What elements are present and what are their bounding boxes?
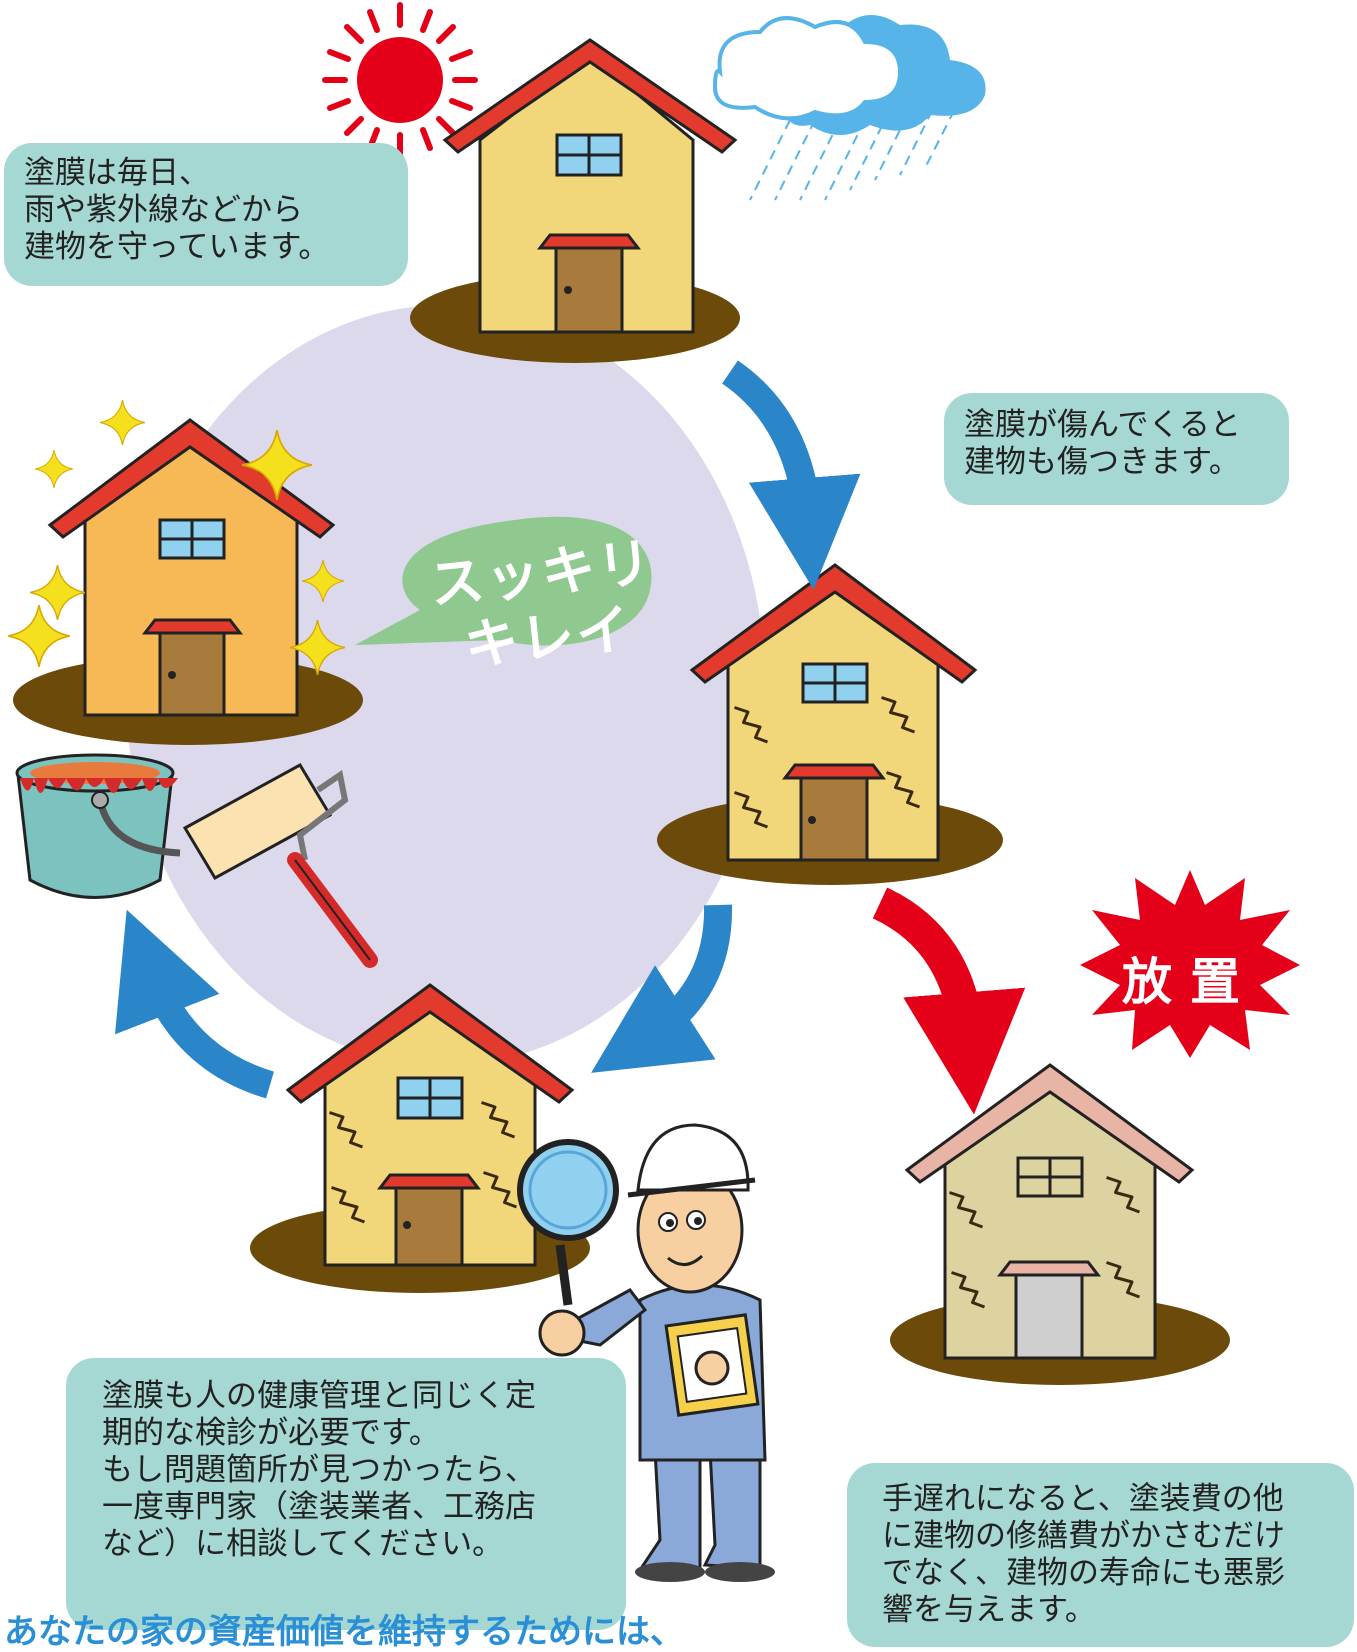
cycle-arrows <box>115 360 861 1099</box>
house-left-clean <box>13 418 363 745</box>
house-top <box>410 38 740 363</box>
note-protect: 塗膜は毎日、 雨や紫外線などから 建物を守っています。 <box>4 143 408 286</box>
sun-icon <box>322 2 478 158</box>
window-icon <box>555 133 623 177</box>
paint-bucket-icon <box>15 753 181 899</box>
rain-cloud-icon <box>712 15 986 201</box>
note-inspect: 塗膜も人の健康管理と同じく定 期的な検診が必要です。 もし問題箇所が見つかったら… <box>66 1358 626 1630</box>
house-right-cracked <box>657 563 1003 885</box>
arrow-top-to-right <box>721 360 861 590</box>
arrow-right-to-bottom <box>591 904 733 1073</box>
speech-bubble <box>355 516 652 646</box>
note-late: 手遅れになると、塗装費の他 に建物の修繕費がかさむだけ でなく、建物の寿命にも悪… <box>847 1463 1354 1647</box>
house-bottom-cracked <box>250 983 590 1293</box>
arrow-bottom-to-left <box>115 909 275 1099</box>
paint-roller-icon <box>182 762 378 968</box>
neglect-arrow <box>872 887 1026 1115</box>
house-neglected <box>890 1063 1230 1385</box>
note-damage: 塗膜が傷んでくると 建物も傷つきます。 <box>944 393 1289 505</box>
neglect-label: 放置 <box>1122 953 1258 1011</box>
neglect-burst <box>1080 870 1300 1058</box>
bottom-caption: あなたの家の資産価値を維持するためには、 <box>4 1612 684 1652</box>
inspector-icon <box>517 1123 775 1582</box>
